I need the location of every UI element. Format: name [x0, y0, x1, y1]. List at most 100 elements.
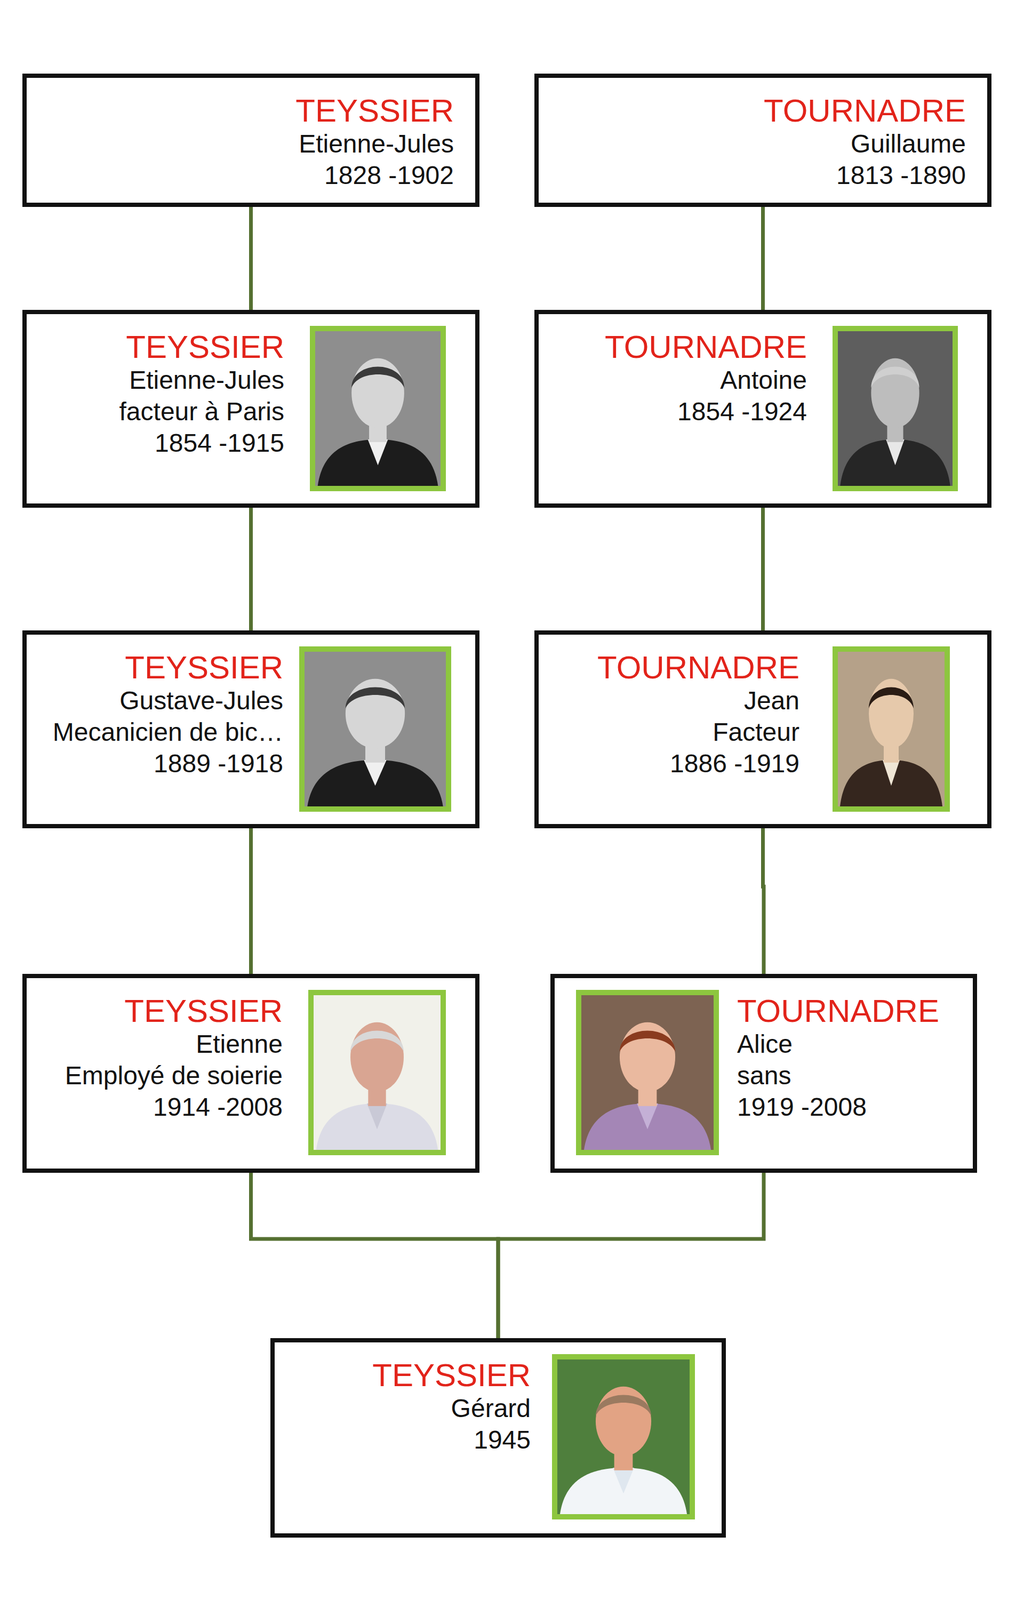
- portrait-photo: [832, 325, 958, 492]
- person-detail: facteur à Paris: [119, 395, 285, 428]
- portrait-body: [307, 760, 443, 807]
- portrait-face: [619, 1022, 676, 1093]
- person-text: TOURNADREGuillaume1813 -1890: [763, 93, 966, 191]
- photo-background: [581, 995, 714, 1150]
- person-detail: 1828 -1902: [324, 159, 454, 191]
- person-box: TOURNADREAntoine1854 -1924: [534, 309, 992, 508]
- family-line: [761, 507, 765, 631]
- photo-background: [837, 651, 945, 807]
- portrait-hair: [350, 1030, 404, 1052]
- person-detail: 1854 -1924: [677, 395, 807, 428]
- photo-background: [304, 651, 446, 807]
- person-detail: Alice: [737, 1028, 793, 1060]
- portrait-image: [837, 651, 945, 807]
- family-name: TEYSSIER: [125, 330, 285, 365]
- person-text: TOURNADREAlicesans1919 -2008: [737, 994, 940, 1123]
- person-text: TOURNADREAntoine1854 -1924: [604, 330, 807, 428]
- person-detail: Etienne-Jules: [129, 364, 285, 396]
- portrait-image: [837, 331, 953, 486]
- portrait-photo: [308, 989, 446, 1156]
- family-name: TEYSSIER: [372, 1358, 531, 1393]
- person-detail: 1889 -1918: [153, 747, 284, 780]
- person-detail: Facteur: [712, 716, 800, 748]
- photo-background: [313, 995, 441, 1150]
- portrait-collar: [885, 439, 904, 466]
- person-detail: 1854 -1915: [154, 427, 285, 459]
- person-detail: Etienne-Jules: [298, 128, 454, 160]
- portrait-image: [304, 651, 446, 807]
- portrait-image: [581, 995, 714, 1150]
- portrait-hair: [868, 686, 914, 709]
- photo-background: [315, 331, 441, 486]
- person-box: TEYSSIERGustave-JulesMecanicien de bic…1…: [22, 630, 480, 829]
- portrait-photo: [552, 1354, 695, 1520]
- person-detail: 1886 -1919: [669, 747, 800, 780]
- person-text: TOURNADREJeanFacteur1886 -1919: [597, 650, 800, 780]
- family-line: [251, 1172, 499, 1339]
- portrait-image: [313, 995, 441, 1150]
- person-detail: sans: [737, 1059, 791, 1092]
- person-detail: Gustave-Jules: [119, 684, 284, 717]
- person-box: TOURNADREAlicesans1919 -2008: [550, 973, 978, 1173]
- portrait-hair: [870, 366, 919, 388]
- portrait-body: [840, 760, 943, 807]
- person-text: TEYSSIERGustave-JulesMecanicien de bic…1…: [52, 650, 284, 780]
- portrait-collar: [636, 1103, 659, 1130]
- portrait-photo: [299, 646, 452, 812]
- person-box: TOURNADREJeanFacteur1886 -1919: [534, 630, 992, 829]
- portrait-face: [351, 358, 405, 429]
- person-box: TEYSSIEREtienne-Julesfacteur à Paris1854…: [22, 309, 480, 508]
- portrait-face: [345, 678, 405, 749]
- family-name: TEYSSIER: [295, 93, 454, 128]
- person-detail: Etienne: [195, 1028, 283, 1060]
- person-text: TEYSSIERGérard1945: [372, 1358, 531, 1456]
- family-name: TOURNADRE: [763, 93, 966, 128]
- portrait-image: [315, 331, 441, 486]
- portrait-collar: [612, 1467, 635, 1494]
- person-text: TEYSSIEREtienne-Julesfacteur à Paris1854…: [119, 330, 285, 459]
- person-detail: 1813 -1890: [836, 159, 966, 191]
- portrait-collar: [368, 439, 389, 466]
- portrait-hair: [619, 1030, 676, 1052]
- person-detail: 1914 -2008: [153, 1091, 283, 1123]
- portrait-face: [350, 1022, 404, 1093]
- portrait-body: [840, 439, 950, 486]
- family-line: [249, 507, 253, 631]
- family-name: TEYSSIER: [124, 994, 283, 1029]
- person-detail: 1945: [473, 1424, 531, 1456]
- person-text: TEYSSIEREtienneEmployé de soierie1914 -2…: [65, 994, 283, 1123]
- portrait-face: [595, 1386, 652, 1457]
- portrait-collar: [366, 1103, 388, 1130]
- person-detail: Guillaume: [850, 128, 966, 160]
- family-name: TOURNADRE: [597, 650, 800, 685]
- person-box: TEYSSIEREtienneEmployé de soierie1914 -2…: [22, 973, 480, 1173]
- portrait-collar: [363, 760, 387, 786]
- portrait-hair: [345, 686, 405, 709]
- portrait-face: [868, 678, 914, 749]
- portrait-body: [317, 439, 439, 486]
- portrait-hair: [595, 1394, 652, 1416]
- family-line: [761, 206, 765, 310]
- photo-background: [557, 1359, 690, 1515]
- portrait-photo: [832, 646, 950, 812]
- family-name: TEYSSIER: [124, 650, 284, 685]
- person-detail: Employé de soierie: [65, 1059, 283, 1092]
- family-name: TOURNADRE: [737, 994, 940, 1029]
- family-line: [249, 206, 253, 310]
- person-box: TEYSSIERGérard1945: [270, 1338, 726, 1538]
- person-detail: Antoine: [720, 364, 807, 396]
- portrait-body: [584, 1103, 711, 1150]
- person-detail: Gérard: [451, 1392, 531, 1424]
- portrait-collar: [882, 760, 900, 786]
- portrait-photo: [576, 989, 719, 1156]
- person-box: TOURNADREGuillaume1813 -1890: [534, 73, 992, 207]
- portrait-image: [557, 1359, 690, 1515]
- portrait-body: [560, 1467, 687, 1515]
- person-text: TEYSSIEREtienne-Jules1828 -1902: [295, 93, 454, 191]
- family-line: [249, 828, 253, 974]
- portrait-hair: [351, 366, 405, 388]
- photo-background: [837, 331, 953, 486]
- family-name: TOURNADRE: [604, 330, 807, 365]
- portrait-photo: [309, 325, 446, 492]
